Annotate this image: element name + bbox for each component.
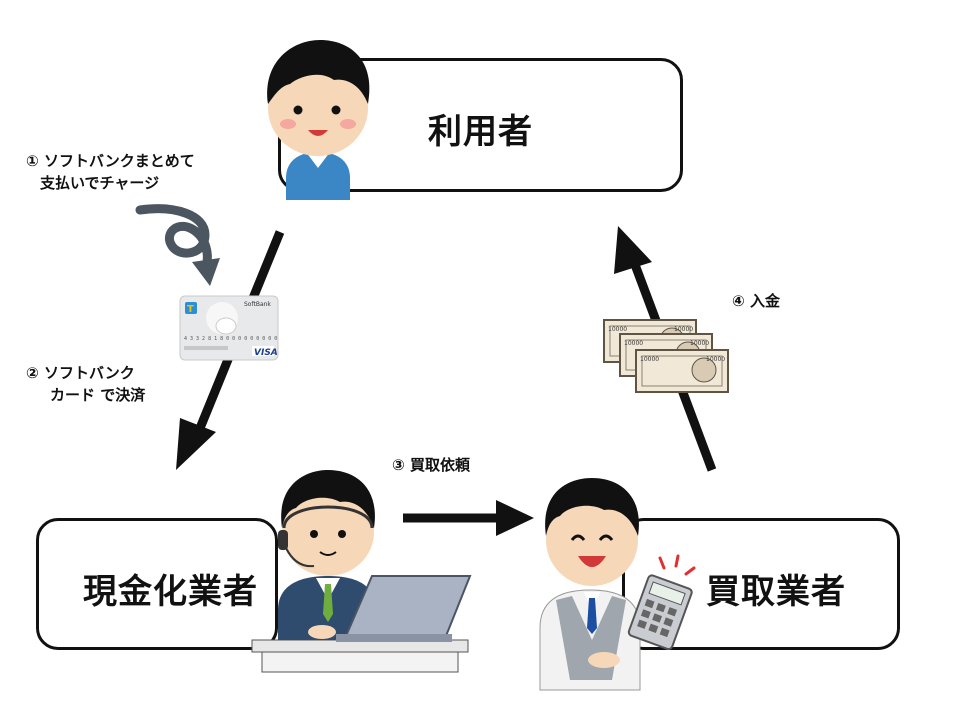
cash-company-box	[36, 518, 278, 650]
softbank-card-icon: T SoftBank 4 3 3 2 8 1 8 0 0 0 0 0 0 0 0…	[179, 295, 279, 361]
step1-line1-text: ソフトバンクまとめて	[43, 152, 195, 170]
card-brand-text: SoftBank	[244, 301, 271, 308]
step4-note: ④ 入金	[732, 290, 780, 312]
step4-text: 入金	[749, 292, 780, 310]
card-logo-letter: T	[187, 304, 194, 315]
svg-text:10000: 10000	[624, 340, 643, 347]
step4-number: ④	[732, 292, 745, 310]
svg-text:10000: 10000	[608, 326, 627, 333]
step3-text: 買取依頼	[409, 456, 470, 474]
step3-number: ③	[392, 456, 405, 474]
step1-line1: ① ソフトバンクまとめて	[26, 150, 195, 172]
card-number-text: 4 3 3 2 8 1 8 0 0 0 0 0 0 0 0 0	[184, 336, 277, 342]
operator-person-icon	[251, 470, 472, 673]
step1-line2: 支払いでチャージ	[40, 174, 160, 192]
curly-arrow-icon	[135, 204, 220, 286]
svg-text:10000: 10000	[674, 326, 693, 333]
svg-text:10000: 10000	[690, 340, 709, 347]
step1-note: ① ソフトバンクまとめて 支払いでチャージ	[26, 150, 195, 194]
step2-line2: カード で決済	[50, 386, 146, 404]
step2-number: ②	[26, 364, 39, 382]
cash-company-label: 現金化業者	[83, 572, 258, 612]
banknote: 10000 10000	[635, 349, 729, 393]
arrow-buyer-to-user-head	[614, 226, 652, 274]
step3-note: ③ 買取依頼	[392, 454, 470, 476]
arrow-user-to-cash-head	[176, 418, 216, 470]
step1-number: ①	[26, 152, 39, 170]
buyer-label: 買取業者	[706, 572, 846, 612]
step2-line1: ② ソフトバンク	[26, 362, 145, 384]
arrow-cash-to-buyer-head	[496, 500, 534, 536]
banknotes-icon: 10000 10000 10000 10000 10000 10000	[603, 319, 729, 393]
user-label: 利用者	[428, 112, 533, 152]
buyer-person-icon	[539, 478, 696, 691]
step2-note: ② ソフトバンク カード で決済	[26, 362, 145, 406]
user-person-icon	[267, 40, 370, 200]
step2-line1-text: ソフトバンク	[43, 364, 135, 382]
card-network-text: VISA	[254, 348, 278, 358]
svg-text:10000: 10000	[706, 356, 725, 363]
svg-text:10000: 10000	[640, 356, 659, 363]
